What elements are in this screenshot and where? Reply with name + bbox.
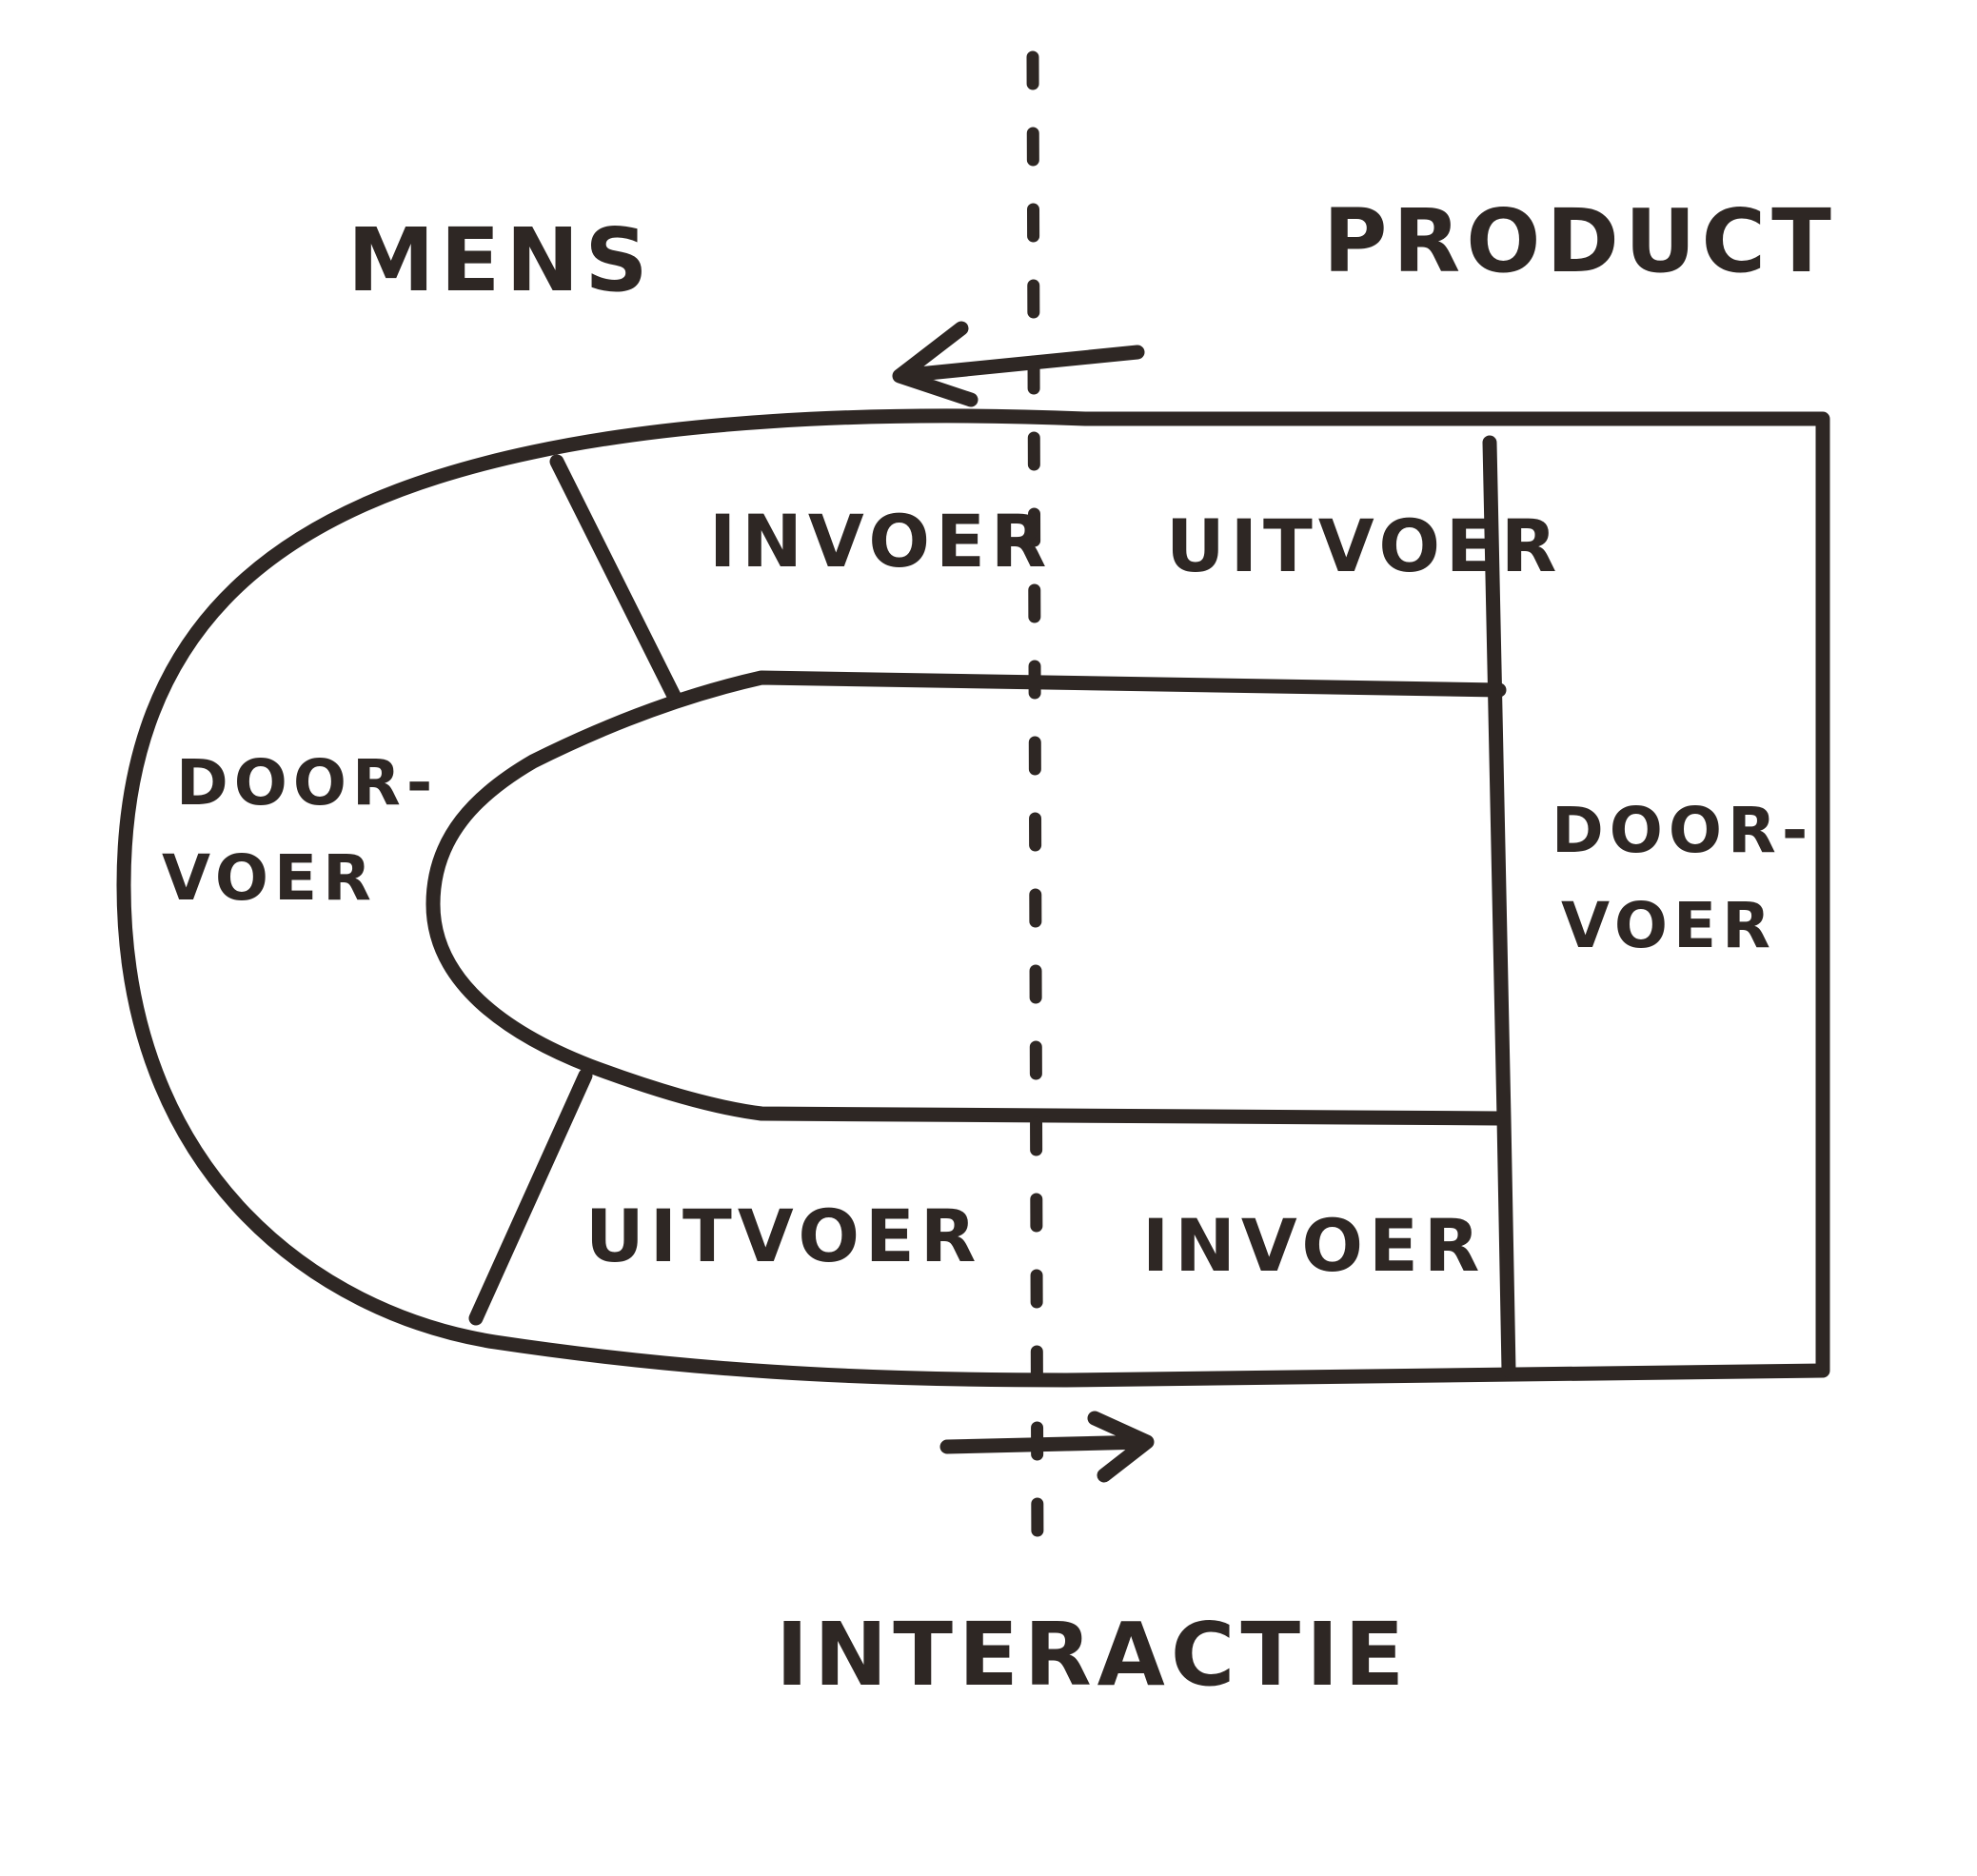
inner-loop-boundary [425, 670, 1507, 1126]
interaction-label: INTERACTIE [776, 1604, 1410, 1706]
arrow-left-icon [892, 321, 1145, 407]
bottom-output-label: UITVOER [585, 1194, 981, 1278]
bottom-segment-divider [468, 1068, 593, 1326]
product-label: PRODUCT [1323, 190, 1837, 292]
arrow-right-icon [939, 1411, 1155, 1483]
product-divider-line [1482, 435, 1516, 1378]
left-processing-label-line1: DOOR- [176, 746, 438, 820]
human-label: MENS [347, 209, 654, 311]
right-processing-label-line1: DOOR- [1552, 794, 1813, 867]
left-processing-label-line2: VOER [162, 841, 377, 915]
outer-loop-boundary [116, 408, 1830, 1388]
interaction-boundary-dashed-line [1026, 50, 1044, 1568]
top-segment-divider [549, 454, 683, 707]
bottom-input-label: INVOER [1142, 1203, 1485, 1288]
right-processing-label-line2: VOER [1561, 889, 1776, 962]
top-input-label: INVOER [709, 499, 1052, 583]
top-output-label: UITVOER [1166, 504, 1562, 588]
